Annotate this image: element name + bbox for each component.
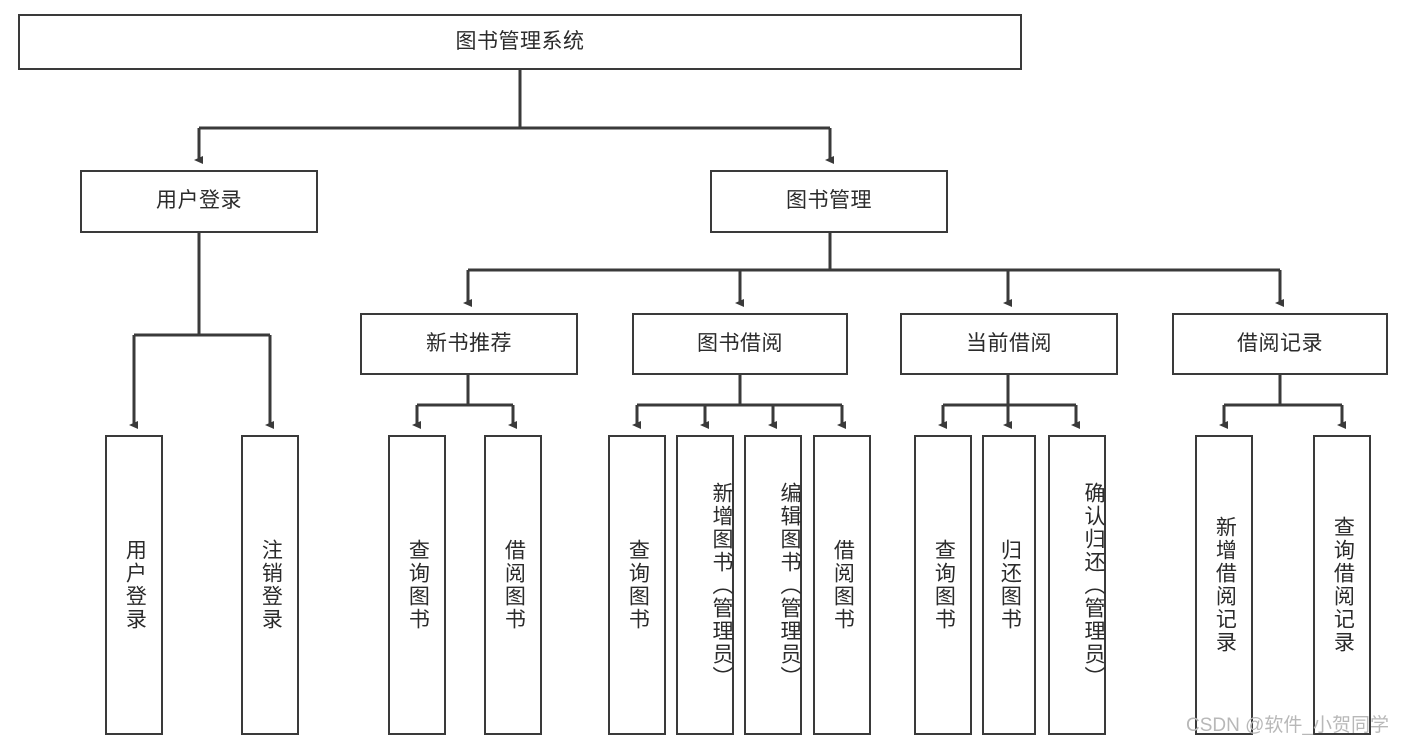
node-root-system[interactable]: 图书管理系统	[18, 14, 1022, 70]
leaf-borrow-query-book[interactable]: 查询图书	[608, 435, 666, 735]
leaf-current-query-book[interactable]: 查询图书	[914, 435, 972, 735]
leaf-borrow-edit-book-admin[interactable]: 编辑图书（管理员）	[744, 435, 802, 735]
leaf-recommend-query-book[interactable]: 查询图书	[388, 435, 446, 735]
node-borrow-record[interactable]: 借阅记录	[1172, 313, 1388, 375]
node-user-login[interactable]: 用户登录	[80, 170, 318, 233]
leaf-record-add-record[interactable]: 新增借阅记录	[1195, 435, 1253, 735]
leaf-current-return-book[interactable]: 归还图书	[982, 435, 1036, 735]
leaf-current-confirm-return-admin[interactable]: 确认归还（管理员）	[1048, 435, 1106, 735]
leaf-recommend-borrow-book[interactable]: 借阅图书	[484, 435, 542, 735]
leaf-borrow-add-book-admin[interactable]: 新增图书（管理员）	[676, 435, 734, 735]
node-new-book-recommend[interactable]: 新书推荐	[360, 313, 578, 375]
leaf-user-login-login[interactable]: 用户登录	[105, 435, 163, 735]
node-book-management[interactable]: 图书管理	[710, 170, 948, 233]
leaf-borrow-borrow-book[interactable]: 借阅图书	[813, 435, 871, 735]
node-book-borrow[interactable]: 图书借阅	[632, 313, 848, 375]
node-current-borrow[interactable]: 当前借阅	[900, 313, 1118, 375]
leaf-user-login-logout[interactable]: 注销登录	[241, 435, 299, 735]
watermark-csdn: CSDN @软件_小贺同学	[1186, 715, 1389, 736]
leaf-record-query-record[interactable]: 查询借阅记录	[1313, 435, 1371, 735]
